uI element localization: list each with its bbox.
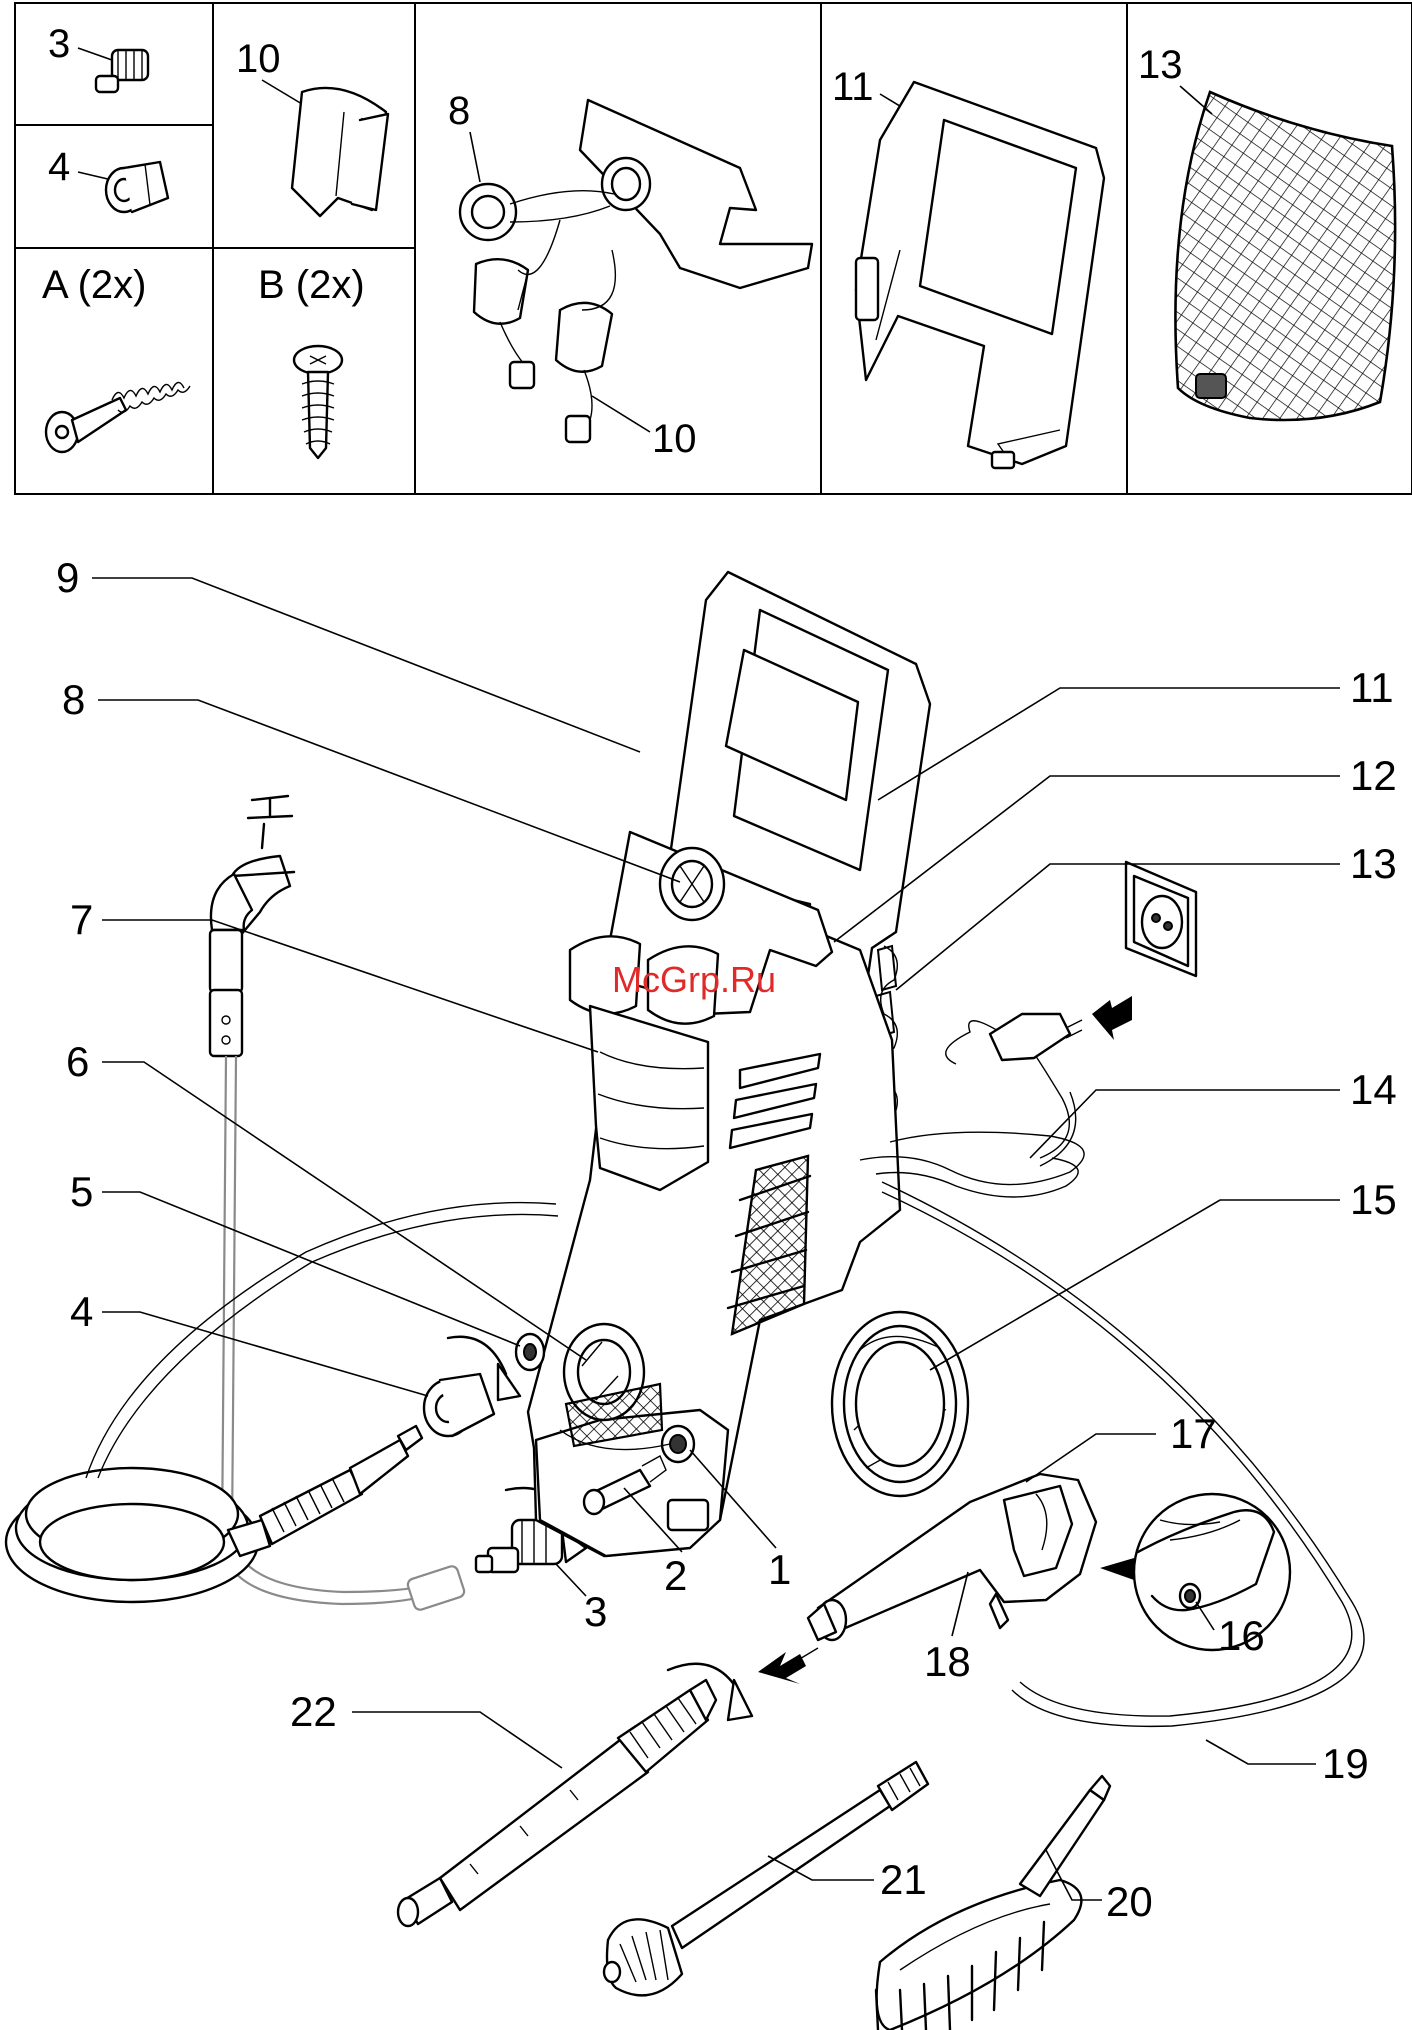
leader-line (592, 396, 650, 432)
callout-17: 17 (1170, 1410, 1217, 1457)
wall-socket-icon (1126, 862, 1196, 976)
callout-2: 2 (664, 1552, 687, 1599)
nozzle-holder-icon (460, 100, 812, 442)
accessory-holder-icon (292, 88, 388, 216)
spray-lance-icon (398, 1680, 716, 1926)
leader-line (1206, 1740, 1316, 1764)
leader-line (102, 1312, 428, 1396)
cell-label-11: 11 (832, 65, 874, 109)
leader-line (102, 920, 598, 1052)
callout-11: 11 (1350, 664, 1394, 711)
screw-icon (294, 346, 342, 458)
leader-line (102, 1192, 520, 1346)
callout-8: 8 (62, 676, 85, 723)
hose-connector (406, 1565, 465, 1612)
hose-connector-icon (228, 1426, 422, 1556)
callout-18: 18 (924, 1638, 971, 1685)
leader-line (92, 578, 640, 752)
leader-line (878, 688, 1340, 800)
machine-body (516, 572, 968, 1556)
cell-label-B: B (2x) (258, 263, 365, 307)
leader-line (98, 700, 680, 882)
callout-6: 6 (66, 1038, 89, 1085)
callout-15: 15 (1350, 1176, 1397, 1223)
cell-label-10: 10 (236, 37, 281, 81)
callout-16: 16 (1218, 1612, 1265, 1659)
net-bag-icon (1175, 92, 1395, 420)
leader-line (352, 1712, 562, 1768)
cell-label-4: 4 (48, 145, 70, 189)
hose-adapter-icon (424, 1337, 520, 1436)
cell-label-3: 3 (48, 22, 70, 66)
callout-13: 13 (1350, 840, 1397, 887)
leader-line (1030, 1090, 1340, 1158)
leader-line (78, 48, 112, 60)
leader-line (78, 172, 112, 180)
water-tap-icon (210, 796, 294, 1056)
callout-21: 21 (880, 1856, 927, 1903)
callout-9: 9 (56, 554, 79, 601)
leader-line (896, 864, 1340, 990)
pressure-washer-illustration: McGrp.Ru (6, 572, 1364, 2030)
callout-12: 12 (1350, 752, 1397, 799)
watermark-text: McGrp.Ru (612, 959, 776, 1000)
leader-line (556, 1564, 586, 1596)
power-cable (860, 996, 1132, 1197)
cell-label-10b: 10 (652, 417, 697, 461)
handle-icon (856, 82, 1104, 468)
callout-1: 1 (768, 1546, 791, 1593)
wash-brush-icon (876, 1776, 1110, 2030)
callout-22: 22 (290, 1688, 337, 1735)
accessory-grid: 3 4 A (2x) B (2x) (15, 3, 1412, 494)
callout-7: 7 (70, 896, 93, 943)
cell-label-A: A (2x) (42, 263, 146, 307)
screw-anchor-icon (46, 382, 190, 452)
callout-14: 14 (1350, 1066, 1397, 1113)
callout-5: 5 (70, 1168, 93, 1215)
hose-adapter-icon (106, 162, 168, 212)
arrow-icon (758, 1652, 806, 1684)
trigger-gun-icon (808, 1474, 1096, 1640)
cell-label-8: 8 (448, 89, 470, 133)
cell-label-13: 13 (1138, 43, 1183, 87)
callout-3: 3 (584, 1588, 607, 1635)
callout-20: 20 (1106, 1878, 1153, 1925)
callout-19: 19 (1322, 1740, 1369, 1787)
callout-4: 4 (70, 1288, 93, 1335)
leader-line (470, 132, 480, 182)
leader-line (102, 1062, 586, 1360)
